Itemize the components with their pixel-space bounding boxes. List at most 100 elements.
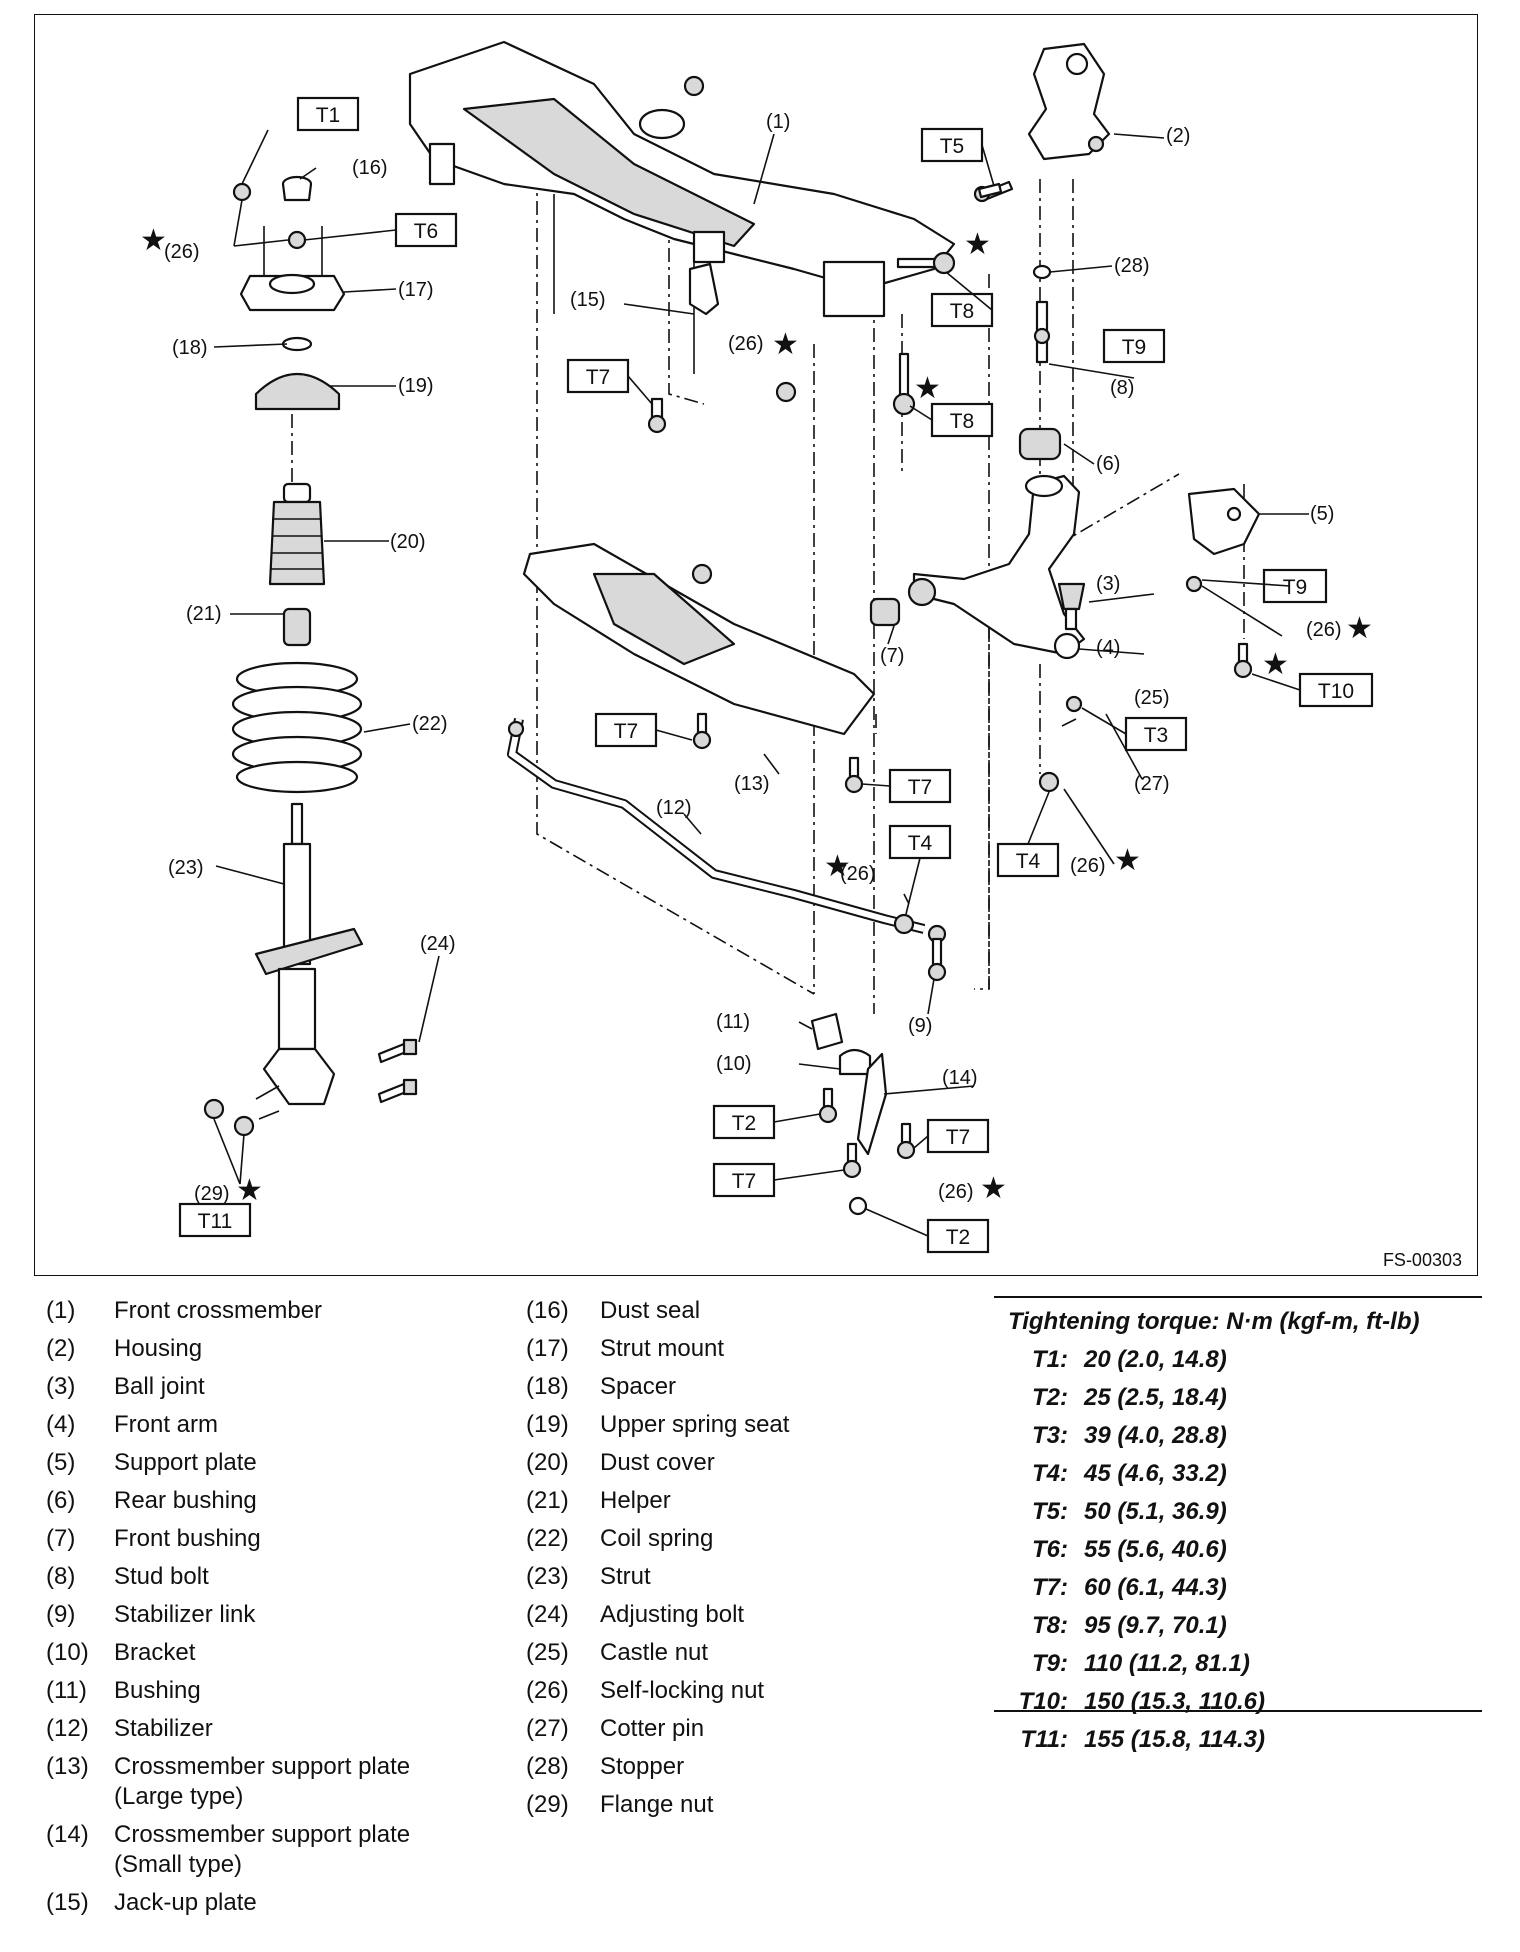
legend-item-name: Castle nut	[600, 1639, 709, 1666]
star-icon: ★	[140, 224, 167, 257]
torque-box-t4a: T4	[888, 824, 952, 860]
callout-22: (22)	[412, 713, 448, 735]
torque-box-t7-mid: T7	[594, 712, 658, 748]
callout-9: (9)	[908, 1015, 932, 1037]
callout-18: (18)	[172, 337, 208, 359]
callout-27: (27)	[1134, 773, 1170, 795]
flange-nut-29a	[203, 1098, 225, 1120]
legend-item-number: (15)	[46, 1889, 89, 1916]
callout-19: (19)	[398, 375, 434, 397]
star-icon: ★	[236, 1174, 263, 1207]
strut-23	[254, 802, 364, 1106]
torque-key: T1:	[1032, 1346, 1068, 1373]
callout-28: (28)	[1114, 255, 1150, 277]
crossmember-support-plate-13	[522, 542, 876, 794]
legend-item-number: (12)	[46, 1715, 89, 1742]
callout-7: (7)	[880, 645, 904, 667]
legend-item-number: (8)	[46, 1563, 76, 1590]
legend-item-number: (29)	[526, 1791, 569, 1818]
star-icon: ★	[824, 850, 851, 883]
parts-legend: (1)Front crossmember(2)Housing(3)Ball jo…	[0, 1296, 1520, 1936]
torque-box-t6: T6	[394, 212, 458, 248]
torque-box-t7-low-right-text: T7	[946, 1126, 971, 1149]
legend-item-number: (20)	[526, 1449, 569, 1476]
torque-box-t2a-text: T2	[732, 1112, 757, 1135]
diagram-canvas: T1 T6 T5 T8 T8 T9 T9 T7 T10 T3 T7 T7 T4 …	[33, 13, 1479, 1277]
callout-25: (25)	[1134, 687, 1170, 709]
legend-item-number: (25)	[526, 1639, 569, 1666]
legend-item-number: (17)	[526, 1335, 569, 1362]
torque-value: 20 (2.0, 14.8)	[1084, 1346, 1227, 1373]
torque-key: T3:	[1032, 1422, 1068, 1449]
legend-item-name: Self-locking nut	[600, 1677, 765, 1704]
stabilizer-12	[507, 718, 926, 934]
torque-box-t9b-text: T9	[1283, 576, 1308, 599]
legend-item-number: (11)	[46, 1677, 87, 1704]
bracket-bolts	[818, 1087, 868, 1216]
legend-item-name: Bushing	[114, 1677, 201, 1704]
torque-bottom-rule	[994, 1710, 1482, 1712]
legend-item-name: Rear bushing	[114, 1487, 257, 1514]
upper-spring-seat-19	[254, 373, 341, 411]
legend-item-name: Coil spring	[600, 1525, 714, 1552]
torque-box-t10: T10	[1298, 672, 1374, 708]
torque-box-t4a-text: T4	[908, 832, 933, 855]
star-icon: ★	[980, 1172, 1007, 1205]
torque-key: T9:	[1032, 1650, 1068, 1677]
legend-item-name: Strut	[600, 1563, 651, 1590]
legend-item-number: (18)	[526, 1373, 569, 1400]
ball-joint-3	[1057, 582, 1086, 631]
torque-box-t7-top: T7	[566, 358, 630, 394]
torque-key: T5:	[1032, 1498, 1068, 1525]
callout-14: (14)	[942, 1067, 978, 1089]
torque-box-t7-right: T7	[888, 768, 952, 804]
stopper-28	[1032, 264, 1052, 280]
legend-item-name: Stabilizer	[114, 1715, 213, 1742]
torque-value: 110 (11.2, 81.1)	[1084, 1650, 1250, 1677]
legend-item-number: (1)	[46, 1297, 76, 1324]
callout-21: (21)	[186, 603, 222, 625]
strut-assembly	[203, 175, 418, 1137]
callout-26f: (26)	[938, 1181, 974, 1203]
stud-bolt-8	[1033, 300, 1051, 364]
torque-box-t3-text: T3	[1144, 724, 1169, 747]
torque-value: 95 (9.7, 70.1)	[1084, 1612, 1227, 1639]
callout-26c: (26)	[1306, 619, 1342, 641]
legend-item-number: (22)	[526, 1525, 569, 1552]
torque-box-t6-text: T6	[414, 220, 439, 243]
torque-box-t1: T1	[296, 96, 360, 132]
callout-8: (8)	[1110, 377, 1134, 399]
crossmember-support-plate-14	[856, 1052, 888, 1156]
star-icon: ★	[772, 328, 799, 361]
star-icon: ★	[1114, 844, 1141, 877]
legend-item-name: Crossmember support plate	[114, 1753, 411, 1780]
torque-box-t2b-text: T2	[946, 1226, 971, 1249]
legend-item-number: (5)	[46, 1449, 76, 1476]
legend-item-number: (2)	[46, 1335, 76, 1362]
torque-box-t7-low-left: T7	[712, 1162, 776, 1198]
torque-key: T8:	[1032, 1612, 1068, 1639]
callout-26a: (26)	[164, 241, 200, 263]
star-icon: ★	[914, 372, 941, 405]
coil-spring-22	[231, 661, 363, 794]
legend-item-name: Stud bolt	[114, 1563, 209, 1590]
legend-item-name: Dust cover	[600, 1449, 715, 1476]
support-plate-5	[1185, 487, 1261, 679]
exploded-suspension-diagram: T1 T6 T5 T8 T8 T9 T9 T7 T10 T3 T7 T7 T4 …	[33, 13, 1479, 1277]
legend-item-name: Helper	[600, 1487, 671, 1514]
small-plate-bolt	[896, 1122, 916, 1160]
torque-box-t8a: T8	[930, 292, 994, 328]
legend-item-name: Upper spring seat	[600, 1411, 790, 1438]
torque-key: T4:	[1032, 1460, 1068, 1487]
torque-box-t4b: T4	[996, 842, 1060, 878]
torque-box-t7-mid-text: T7	[614, 720, 639, 743]
legend-item-number: (9)	[46, 1601, 76, 1628]
legend-item-number: (16)	[526, 1297, 569, 1324]
torque-title: Tightening torque: N·m (kgf-m, ft-lb)	[1008, 1308, 1420, 1335]
callout-16: (16)	[352, 157, 388, 179]
callout-26d: (26)	[1070, 855, 1106, 877]
figure-code: FS-00303	[1383, 1250, 1462, 1270]
star-markers: ★ ★ ★ ★ ★ ★ ★ ★ ★ ★	[140, 224, 1373, 1207]
front-arm-4	[912, 474, 1086, 660]
cotter-pin-27	[1061, 718, 1077, 727]
